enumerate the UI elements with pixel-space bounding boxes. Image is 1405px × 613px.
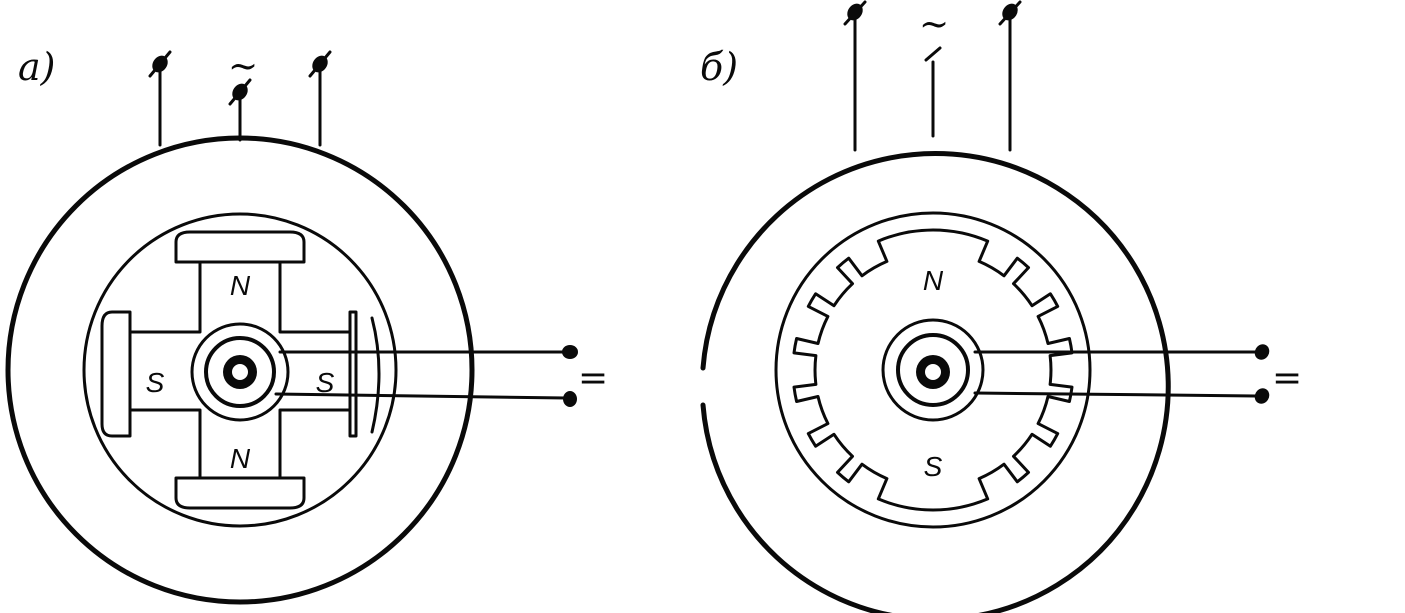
- pole-shoe-left: [100, 310, 132, 438]
- stator-outer-ring: [700, 151, 1171, 613]
- stator-bore: [82, 212, 398, 528]
- slip-rings: [190, 322, 290, 422]
- terminal-icon: [308, 50, 332, 78]
- dc-lead: [274, 392, 568, 400]
- cylindrical-rotor: N S: [792, 228, 1074, 512]
- pole-label-bottom: N: [230, 443, 251, 474]
- ac-symbol: ~: [228, 46, 258, 87]
- slip-ring-inner: [896, 333, 970, 407]
- terminal-icon: [563, 391, 577, 407]
- dc-leads: =: [973, 344, 1302, 404]
- terminal-icon: [562, 345, 578, 359]
- pole-label-left: S: [146, 367, 165, 398]
- terminal-icon: [924, 46, 942, 62]
- pole-label-bottom: S: [924, 451, 943, 482]
- pole-shoe-right: [348, 310, 358, 438]
- shaft-center: [232, 364, 248, 380]
- pole-label-right: S: [316, 367, 335, 398]
- shaft-center: [925, 364, 941, 380]
- slip-rings: [881, 318, 985, 422]
- dc-lead: [973, 391, 1258, 398]
- salient-pole-rotor: N N S S: [100, 230, 381, 510]
- ac-leads: ~: [843, 0, 1022, 152]
- dc-symbol: =: [1272, 358, 1302, 399]
- figure-a-label: а): [18, 45, 55, 89]
- pole-shoe-bottom: [174, 476, 306, 510]
- terminal-icon: [998, 0, 1022, 26]
- terminal-icon: [148, 50, 172, 78]
- terminal-icon: [1254, 388, 1270, 404]
- ac-symbol: ~: [919, 4, 949, 45]
- pole-shoe-right-arc: [370, 316, 381, 434]
- pole-shoe-top: [174, 230, 306, 264]
- figure-a: а) ~: [5, 45, 608, 605]
- ac-leads: ~: [148, 46, 332, 147]
- pole-label-top: N: [230, 270, 251, 301]
- dc-symbol: =: [578, 358, 608, 399]
- terminal-icon: [843, 0, 867, 26]
- rotor-slotted-outline: [792, 228, 1074, 512]
- figure-b: б) ~ N S: [700, 0, 1302, 613]
- figure-b-label: б): [700, 45, 738, 89]
- terminal-icon: [1254, 344, 1270, 360]
- pole-label-top: N: [923, 265, 944, 296]
- terminal-icon: [228, 78, 252, 106]
- dc-leads: =: [274, 345, 608, 407]
- stator-bore: [774, 211, 1092, 529]
- slip-ring-inner: [204, 336, 276, 408]
